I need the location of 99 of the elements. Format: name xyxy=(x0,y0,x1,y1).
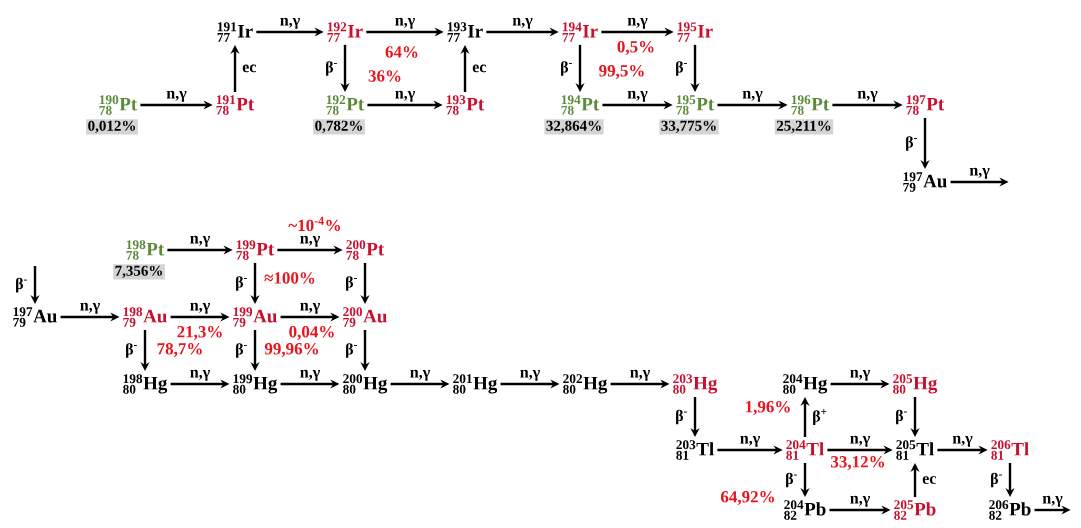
edge-label: n,γ xyxy=(190,235,210,247)
nuclide-label: ${}^{\mathbf{204}}_{\mathbf{81}}\mathbf{Tl}$ xyxy=(786,440,824,460)
edge-label: n,γ xyxy=(742,90,763,102)
edge-label: n,γ xyxy=(850,369,870,381)
nuclide-label: ${}^{\mathbf{197}}_{\mathbf{79}}\mathbf{Au}$ xyxy=(903,172,947,192)
nuclide-label: ${}^{\mathbf{191}}_{\mathbf{78}}\mathbf{Pt}$ xyxy=(216,95,255,115)
abundance-label: 33,775% xyxy=(659,119,719,135)
edge-label: β$^{-}$ xyxy=(346,276,357,291)
edge-label: β$^{-}$ xyxy=(236,276,247,291)
nuclide-label: ${}^{\mathbf{201}}_{\mathbf{80}}\mathbf{Hg}$ xyxy=(453,374,498,394)
edge-label: β$^{-}$ xyxy=(326,61,337,76)
nuclide-label: ${}^{\mathbf{200}}_{\mathbf{80}}\mathbf{Hg}$ xyxy=(343,374,388,394)
nuclide-label: ${}^{\mathbf{195}}_{\mathbf{77}}\mathbf{Ir}$ xyxy=(677,22,713,42)
nuclide-label: ${}^{\mathbf{205}}_{\mathbf{80}}\mathbf{Hg}$ xyxy=(893,374,938,394)
edge-label: ec xyxy=(922,476,936,484)
edge-label: β$^{+}$ xyxy=(813,409,827,425)
branching-ratio: 21,3% xyxy=(177,326,222,340)
nuclide-label: ${}^{\mathbf{198}}_{\mathbf{80}}\mathbf{Hg}$ xyxy=(123,374,168,394)
edge-label: n,γ xyxy=(395,90,415,102)
edge-label: n,γ xyxy=(1042,495,1063,507)
abundance-label: 25,211% xyxy=(774,119,834,135)
nuclide-label: ${}^{\mathbf{198}}_{\mathbf{78}}\mathbf{Pt}$ xyxy=(126,240,165,260)
abundance-label: 0,012% xyxy=(86,119,138,135)
nuclide-label: ${}^{\mathbf{191}}_{\mathbf{77}}\mathbf{Ir}$ xyxy=(217,22,253,42)
edge-label: β$^{-}$ xyxy=(906,136,917,151)
edge-label: n,γ xyxy=(300,302,320,314)
branching-ratio: 64% xyxy=(385,46,418,58)
edge-label: β$^{-}$ xyxy=(126,343,137,358)
edge-label: β$^{-}$ xyxy=(896,409,907,425)
edge-label: n,γ xyxy=(166,90,187,102)
nuclide-label: ${}^{\mathbf{199}}_{\mathbf{78}}\mathbf{Pt}$ xyxy=(236,240,275,260)
branching-ratio: 99,5% xyxy=(599,65,644,79)
nuclide-label: ${}^{\mathbf{197}}_{\mathbf{79}}\mathbf{Au}$ xyxy=(13,307,57,327)
nuclide-label: ${}^{\mathbf{193}}_{\mathbf{78}}\mathbf{Pt}$ xyxy=(446,95,485,115)
edge-label: n,γ xyxy=(520,369,540,381)
nuclide-label: ${}^{\mathbf{194}}_{\mathbf{78}}\mathbf{Pt}$ xyxy=(561,95,600,115)
edge-label: n,γ xyxy=(952,435,973,447)
nuclide-label: ${}^{\mathbf{203}}_{\mathbf{81}}\mathbf{Tl}$ xyxy=(676,440,714,460)
branching-ratio: 64,92% xyxy=(720,491,775,505)
edge-label: ec xyxy=(472,64,486,73)
nuclide-label: ${}^{\mathbf{194}}_{\mathbf{77}}\mathbf{Ir}$ xyxy=(562,22,598,42)
edge-label: β$^{-}$ xyxy=(16,277,27,293)
nuclide-label: ${}^{\mathbf{195}}_{\mathbf{78}}\mathbf{Pt}$ xyxy=(676,95,715,115)
edge-label: β$^{-}$ xyxy=(346,343,357,358)
nuclide-label: ${}^{\mathbf{206}}_{\mathbf{81}}\mathbf{Tl}$ xyxy=(991,440,1029,460)
abundance-label: 7,356% xyxy=(113,264,165,280)
edge-label: ec xyxy=(242,64,256,73)
edge-label: n,γ xyxy=(280,17,300,29)
edge-label: β$^{-}$ xyxy=(786,472,797,488)
nuclide-label: ${}^{\mathbf{192}}_{\mathbf{77}}\mathbf{Ir}$ xyxy=(327,22,363,42)
branching-ratio: ~10$^{-4}$% xyxy=(288,216,341,232)
nuclide-label: ${}^{\mathbf{205}}_{\mathbf{82}}\mathbf{Pb}$ xyxy=(894,500,936,520)
nuclide-label: ${}^{\mathbf{204}}_{\mathbf{80}}\mathbf{Hg}$ xyxy=(783,374,828,394)
nuclide-label: ${}^{\mathbf{203}}_{\mathbf{80}}\mathbf{Hg}$ xyxy=(673,374,718,394)
edge-label: n,γ xyxy=(850,435,870,447)
edge-label: n,γ xyxy=(80,302,100,314)
edge-label: β$^{-}$ xyxy=(991,472,1002,488)
nuclide-label: ${}^{\mathbf{199}}_{\mathbf{79}}\mathbf{Au}$ xyxy=(233,307,277,327)
edge-label: n,γ xyxy=(627,90,648,102)
branching-ratio: 0,04% xyxy=(289,326,334,340)
nuclide-label: ${}^{\mathbf{202}}_{\mathbf{80}}\mathbf{Hg}$ xyxy=(563,374,608,394)
edge-label: n,γ xyxy=(630,369,650,381)
nuclide-label: ${}^{\mathbf{206}}_{\mathbf{82}}\mathbf{Pb}$ xyxy=(989,500,1031,520)
nuclide-label: ${}^{\mathbf{200}}_{\mathbf{79}}\mathbf{Au}$ xyxy=(343,307,387,327)
edge-label: n,γ xyxy=(740,435,760,447)
nuclide-label: ${}^{\mathbf{205}}_{\mathbf{81}}\mathbf{Tl}$ xyxy=(896,440,934,460)
nuclide-label: ${}^{\mathbf{198}}_{\mathbf{79}}\mathbf{Au}$ xyxy=(123,307,167,327)
edge-label: n,γ xyxy=(857,90,878,102)
nuclide-label: ${}^{\mathbf{193}}_{\mathbf{77}}\mathbf{Ir}$ xyxy=(447,22,483,42)
edge-label: n,γ xyxy=(410,369,430,381)
branching-ratio: 1,96% xyxy=(746,401,790,415)
nuclide-label: ${}^{\mathbf{196}}_{\mathbf{78}}\mathbf{Pt}$ xyxy=(791,95,830,115)
nuclide-label: ${}^{\mathbf{197}}_{\mathbf{78}}\mathbf{Pt}$ xyxy=(906,95,945,115)
branching-ratio: 78,7% xyxy=(157,343,202,357)
abundance-label: 32,864% xyxy=(544,119,604,135)
edge-label: n,γ xyxy=(512,17,533,29)
edge-label: n,γ xyxy=(300,235,320,247)
branching-ratio: ≈100% xyxy=(264,272,315,284)
abundance-label: 0,782% xyxy=(313,119,365,135)
edge-label: n,γ xyxy=(190,302,210,314)
branching-ratio: 0,5% xyxy=(617,41,654,55)
nuclide-label: ${}^{\mathbf{192}}_{\mathbf{78}}\mathbf{Pt}$ xyxy=(326,95,365,115)
edge-label: β$^{-}$ xyxy=(676,409,687,425)
edge-label: n,γ xyxy=(969,167,990,179)
nuclide-label: ${}^{\mathbf{190}}_{\mathbf{78}}\mathbf{Pt}$ xyxy=(99,95,138,115)
branching-ratio: 33,12% xyxy=(831,456,885,470)
edge-label: n,γ xyxy=(627,17,648,29)
edge-label: n,γ xyxy=(395,17,415,29)
edge-label: β$^{-}$ xyxy=(676,61,687,76)
edge-label: n,γ xyxy=(850,495,870,507)
edge-label: n,γ xyxy=(300,369,320,381)
branching-ratio: 36% xyxy=(368,70,401,82)
branching-ratio: 99,96% xyxy=(264,343,319,357)
nuclide-label: ${}^{\mathbf{204}}_{\mathbf{82}}\mathbf{Pb}$ xyxy=(784,500,826,520)
edge-label: n,γ xyxy=(190,369,210,381)
nuclide-label: ${}^{\mathbf{200}}_{\mathbf{78}}\mathbf{Pt}$ xyxy=(346,240,385,260)
nuclide-label: ${}^{\mathbf{199}}_{\mathbf{80}}\mathbf{Hg}$ xyxy=(233,374,278,394)
edge-label: β$^{-}$ xyxy=(561,61,572,76)
edge-label: β$^{-}$ xyxy=(236,343,247,358)
